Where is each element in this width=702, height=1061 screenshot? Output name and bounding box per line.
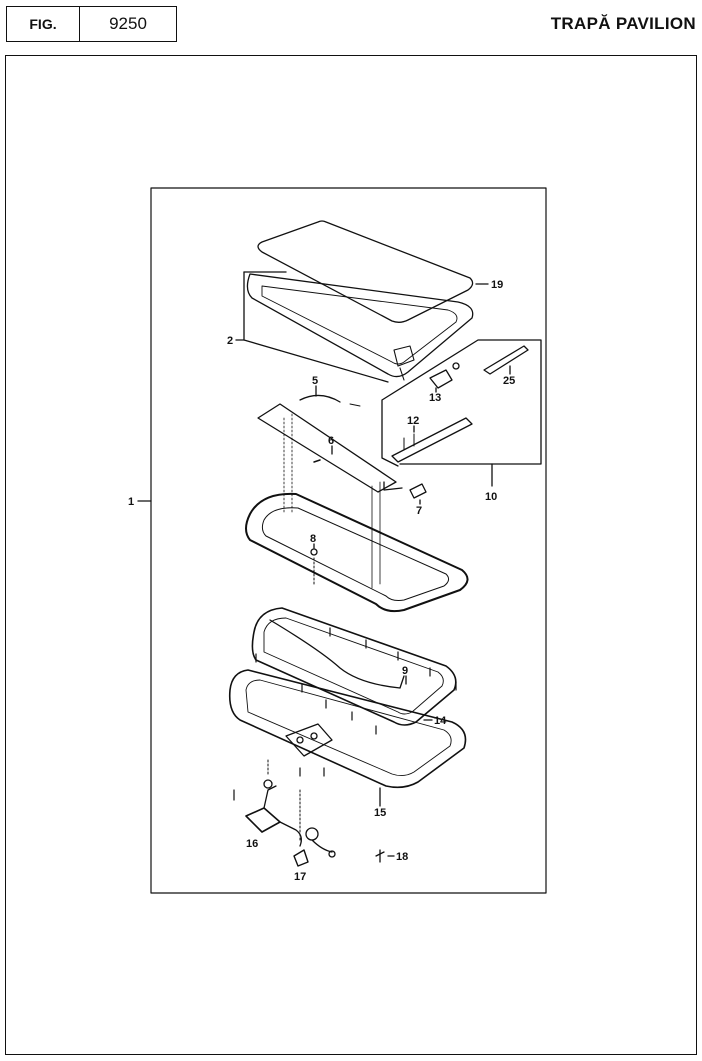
part-17-switch [293,849,309,867]
main-frame-inner [261,507,450,601]
callout-12: 12 [407,415,419,427]
callout-10: 10 [485,491,497,503]
callout-8: 8 [310,533,316,545]
fig-label: FIG. [6,6,80,42]
part-13-bracket [429,369,453,389]
callout-13: 13 [429,392,441,404]
part-2-inner-edge [261,285,458,365]
part-9-cable [269,619,405,689]
part-12-guide-rail [391,417,473,463]
part-2-bracket [393,345,415,381]
part-15-drain-tray [228,669,467,789]
callout-15: 15 [374,807,386,819]
bracket-part-2 [243,271,389,383]
part-8-screw-head [310,548,318,556]
fig-number: 9250 [80,6,177,42]
callout-16: 16 [246,838,258,850]
callout-1: 1 [128,496,134,508]
part-19-glass-panel [257,220,474,323]
part-6-front-frame [257,403,397,493]
callout-9: 9 [402,665,408,677]
part-9-inner-frame [251,607,457,726]
diagram-frame [150,187,547,894]
callout-25: 25 [503,375,515,387]
callout-18: 18 [396,851,408,863]
callout-6: 6 [328,435,334,447]
main-frame-outer [245,492,469,613]
bracket-part-10 [381,339,542,467]
callout-2: 2 [227,335,233,347]
section-title: TRAPĂ PAVILION [550,14,696,33]
motor-mount [285,723,333,757]
part-16-motor [245,807,281,833]
callout-7: 7 [416,505,422,517]
part-18-fastener [375,849,385,863]
part-2-panel-frame [246,273,474,378]
part-25-rail [483,345,529,375]
part-13-screw [452,362,460,370]
callout-14: 14 [434,715,447,727]
callout-17: 17 [294,871,306,883]
outer-frame [5,55,697,1055]
part-7-clip [409,483,427,499]
callout-19: 19 [491,279,503,291]
callout-5: 5 [312,375,318,387]
part-5-seal [299,394,341,403]
